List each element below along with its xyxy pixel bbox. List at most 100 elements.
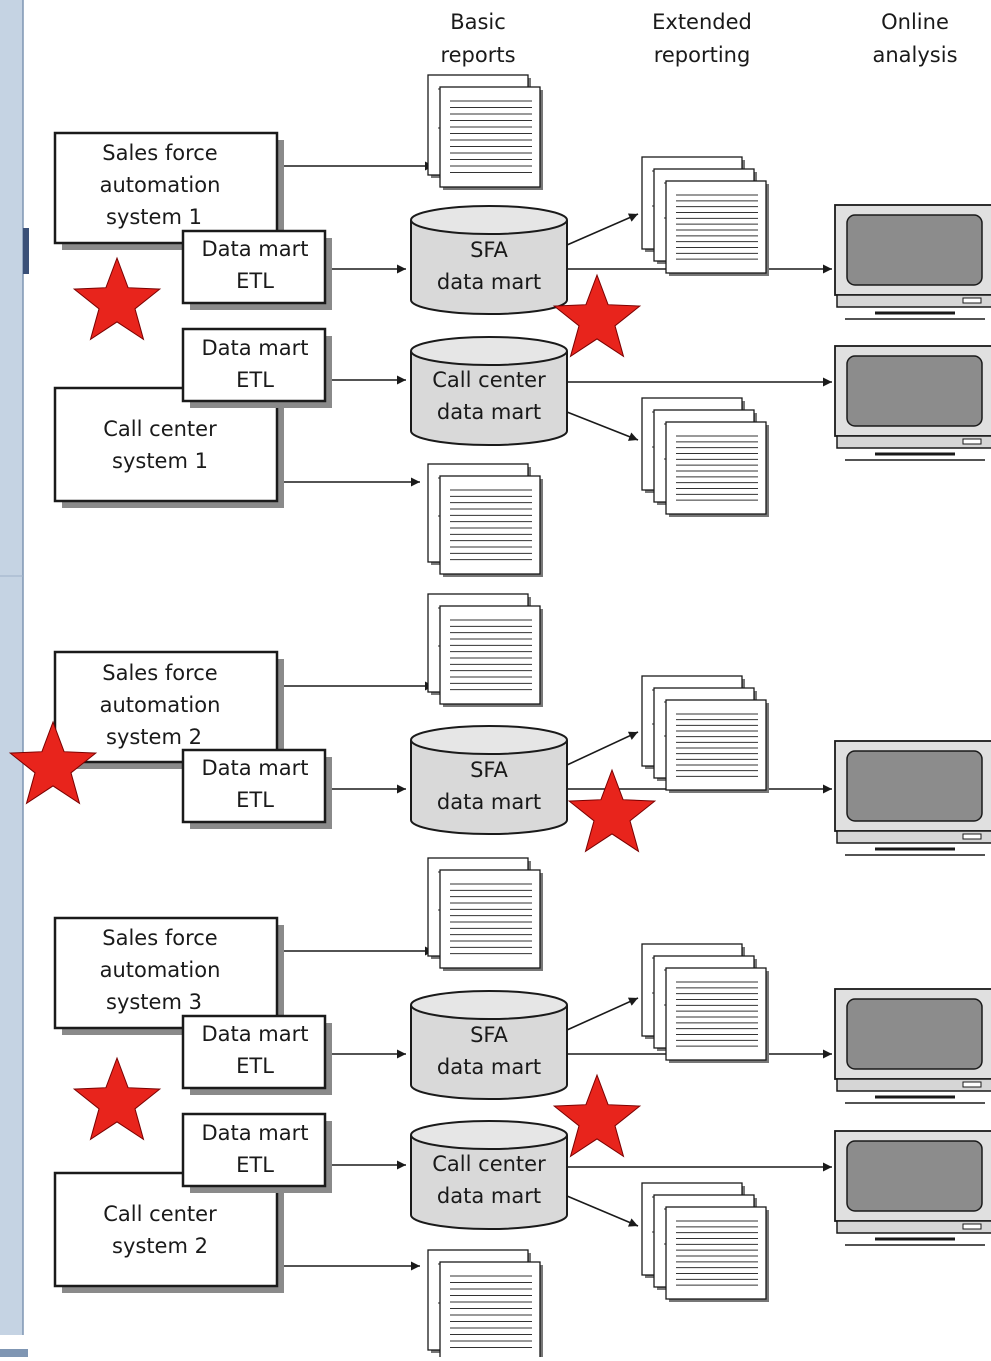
- etl-box-sfa-1: [181, 229, 332, 310]
- header-line: reports: [440, 43, 516, 67]
- box-frame: [181, 1112, 327, 1188]
- monitor-drive: [962, 438, 982, 445]
- header-line: analysis: [872, 43, 958, 67]
- arrow-sfa3-extended: [566, 997, 639, 1031]
- monitor-online-4: [834, 988, 991, 1104]
- label-line: automation: [99, 693, 221, 717]
- doc-page: [439, 86, 541, 188]
- etl-box-sfa-3: [181, 1014, 332, 1095]
- monitor-base: [836, 294, 991, 308]
- label-line: SFA: [470, 1023, 508, 1047]
- stars: [8, 256, 657, 1158]
- cylinder-body: [410, 740, 568, 835]
- boxes: [53, 131, 332, 1293]
- sidebar-footer: [0, 1349, 28, 1357]
- label-line: SFA: [470, 238, 508, 262]
- etl-box-cc-2: [181, 1112, 332, 1193]
- label-line: data mart: [436, 790, 542, 814]
- monitor-online-1: [834, 204, 991, 320]
- arrow-cc2-extended: [566, 1195, 639, 1227]
- report-stack-basic-2: [427, 463, 543, 577]
- header-line: Basic: [450, 10, 506, 34]
- label-line: ETL: [236, 1153, 274, 1177]
- cylinder-top: [410, 1120, 568, 1150]
- report-stack-basic-5: [427, 1249, 543, 1361]
- header-line: reporting: [653, 43, 751, 67]
- label-line: system 1: [106, 205, 202, 229]
- cylinder-callcenter-1: [410, 336, 568, 446]
- sidebar-tab: [23, 228, 29, 274]
- header-basic-reports: Basic reports: [418, 6, 538, 72]
- label-line: Sales force: [102, 141, 218, 165]
- mart-label-sfa-2: SFA data mart: [410, 754, 568, 818]
- report-stack-extended-1: [641, 156, 769, 276]
- cylinder-top: [410, 725, 568, 755]
- label-line: Data mart: [201, 1022, 309, 1046]
- label-line: Call center: [432, 368, 546, 392]
- label-line: Sales force: [102, 926, 218, 950]
- monitor-base: [836, 435, 991, 449]
- source-sfa-system-3: Sales force automation system 3: [56, 922, 264, 1018]
- header-extended-reporting: Extended reporting: [632, 6, 772, 72]
- monitor-screen: [846, 355, 983, 427]
- label-line: Data mart: [201, 237, 309, 261]
- report-stack-basic-4: [427, 857, 543, 971]
- red-star-icon: [552, 273, 642, 358]
- red-star-icon: [567, 768, 657, 853]
- mart-label-callcenter-1: Call center data mart: [410, 364, 568, 428]
- label-line: automation: [99, 173, 221, 197]
- monitor-online-5: [834, 1130, 991, 1246]
- source-call-center-system-1: Call center system 1: [56, 413, 264, 477]
- label-line: system 3: [106, 990, 202, 1014]
- doc-page: [439, 605, 541, 705]
- source-sfa-system-2: Sales force automation system 2: [56, 657, 264, 753]
- monitor-screen: [846, 214, 983, 286]
- red-star-icon: [72, 256, 162, 341]
- monitor-screen: [846, 750, 983, 822]
- box-frame: [181, 748, 327, 824]
- box-frame: [181, 1014, 327, 1090]
- source-box-sfa-system-3: [53, 916, 284, 1035]
- monitor-base: [836, 1078, 991, 1092]
- monitor-base: [836, 1220, 991, 1234]
- header-online-analysis: Online analysis: [855, 6, 975, 72]
- box-frame: [181, 229, 327, 305]
- data-mart-cylinders: [410, 205, 568, 1230]
- monitor-drive: [962, 1223, 982, 1230]
- cylinder-body: [410, 1135, 568, 1230]
- box-frame: [53, 916, 279, 1030]
- report-icons: [427, 74, 769, 1361]
- doc-page: [439, 869, 541, 969]
- label-line: system 1: [112, 449, 208, 473]
- monitor-online-3: [834, 740, 991, 856]
- label-line: data mart: [436, 400, 542, 424]
- label-line: system 2: [106, 725, 202, 749]
- doc-page: [665, 967, 767, 1061]
- cylinder-sfa-1: [410, 205, 568, 315]
- report-stack-extended-4: [641, 943, 769, 1063]
- label-line: Call center: [103, 417, 217, 441]
- label-line: ETL: [236, 269, 274, 293]
- label-line: Data mart: [201, 1121, 309, 1145]
- header-line: Online: [881, 10, 949, 34]
- monitor-icons: [834, 204, 991, 1246]
- red-star-icon: [552, 1073, 642, 1158]
- monitor-screen: [846, 1140, 983, 1212]
- label-line: Call center: [432, 1152, 546, 1176]
- doc-page: [439, 1261, 541, 1361]
- label-line: SFA: [470, 758, 508, 782]
- label-line: ETL: [236, 1054, 274, 1078]
- label-line: automation: [99, 958, 221, 982]
- label-line: data mart: [436, 270, 542, 294]
- slide-sidebar: [0, 0, 23, 1335]
- source-call-center-system-2: Call center system 2: [56, 1198, 264, 1262]
- monitor-base: [836, 830, 991, 844]
- source-sfa-system-1: Sales force automation system 1: [56, 137, 264, 233]
- monitor-drive: [962, 1081, 982, 1088]
